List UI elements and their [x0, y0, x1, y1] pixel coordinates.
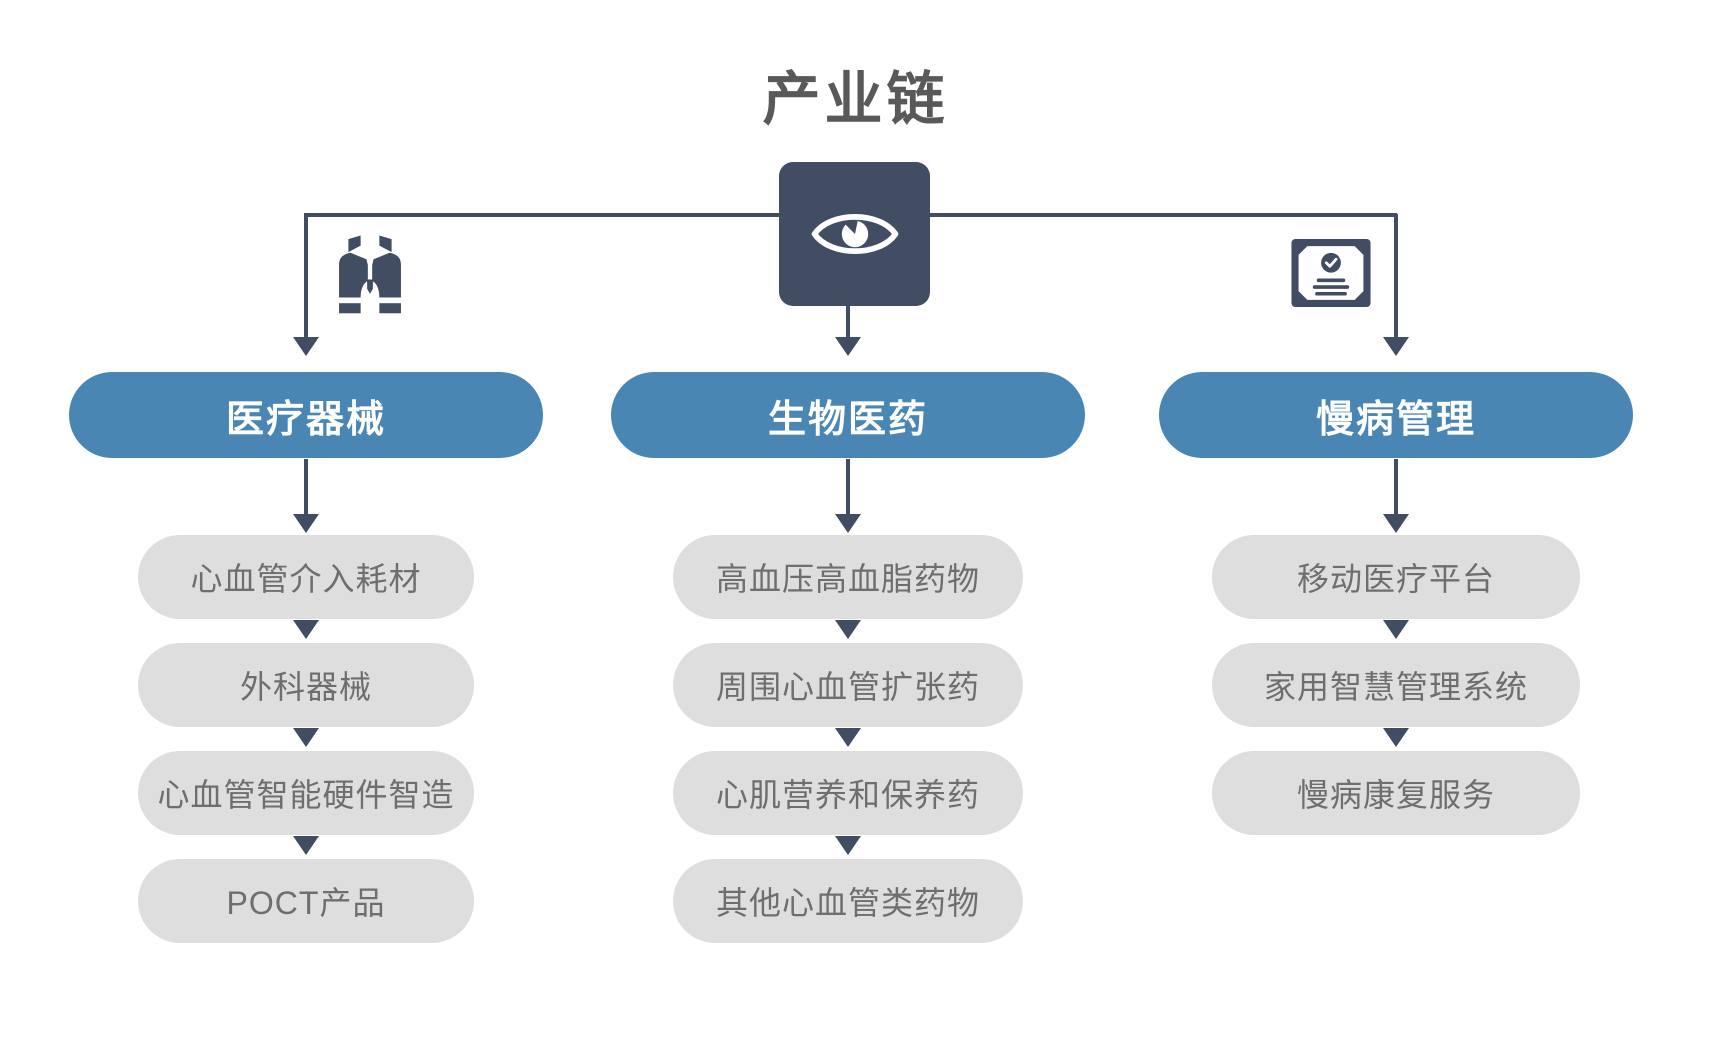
- arrow-down-icon: [293, 836, 319, 855]
- item-myocardial-nutrition-drugs: 心肌营养和保养药: [673, 751, 1023, 835]
- arrow-down-icon: [1383, 337, 1409, 356]
- eye-icon: [811, 214, 898, 254]
- arrow-down-icon: [835, 836, 861, 855]
- branch-medical-devices: 医疗器械: [69, 372, 543, 458]
- arrow-down-icon: [293, 728, 319, 747]
- arrow-down-icon: [1383, 620, 1409, 639]
- connector-vertical-left: [304, 214, 308, 338]
- root-node: [779, 162, 930, 306]
- item-surgical-instruments: 外科器械: [138, 643, 474, 727]
- diagram-title: 产业链: [762, 67, 949, 132]
- arrow-down-icon: [1383, 514, 1409, 533]
- item-cardio-smart-hardware: 心血管智能硬件智造: [138, 751, 474, 835]
- binoculars-icon: [339, 235, 401, 314]
- item-poct-products: POCT产品: [138, 859, 474, 943]
- arrow-down-icon: [835, 728, 861, 747]
- arrow-down-icon: [1383, 728, 1409, 747]
- connector-vertical-left: [304, 459, 308, 515]
- connector-vertical-center: [846, 306, 850, 338]
- branch-biopharma: 生物医药: [611, 372, 1085, 458]
- branch-chronic-disease-management: 慢病管理: [1159, 372, 1633, 458]
- arrow-down-icon: [835, 620, 861, 639]
- item-home-smart-management-system: 家用智慧管理系统: [1212, 643, 1580, 727]
- item-other-cardiovascular-drugs: 其他心血管类药物: [673, 859, 1023, 943]
- connector-vertical-center: [846, 459, 850, 515]
- item-cardio-intervention-consumables: 心血管介入耗材: [138, 535, 474, 619]
- item-peripheral-vasodilator-drugs: 周围心血管扩张药: [673, 643, 1023, 727]
- item-mobile-medical-platform: 移动医疗平台: [1212, 535, 1580, 619]
- arrow-down-icon: [293, 514, 319, 533]
- arrow-down-icon: [835, 514, 861, 533]
- certificate-icon: [1291, 239, 1371, 307]
- arrow-down-icon: [293, 337, 319, 356]
- connector-vertical-right: [1394, 459, 1398, 515]
- arrow-down-icon: [835, 337, 861, 356]
- arrow-down-icon: [293, 620, 319, 639]
- item-chronic-disease-rehab-services: 慢病康复服务: [1212, 751, 1580, 835]
- item-hypertension-hyperlipidemia-drugs: 高血压高血脂药物: [673, 535, 1023, 619]
- connector-vertical-right: [1394, 214, 1398, 338]
